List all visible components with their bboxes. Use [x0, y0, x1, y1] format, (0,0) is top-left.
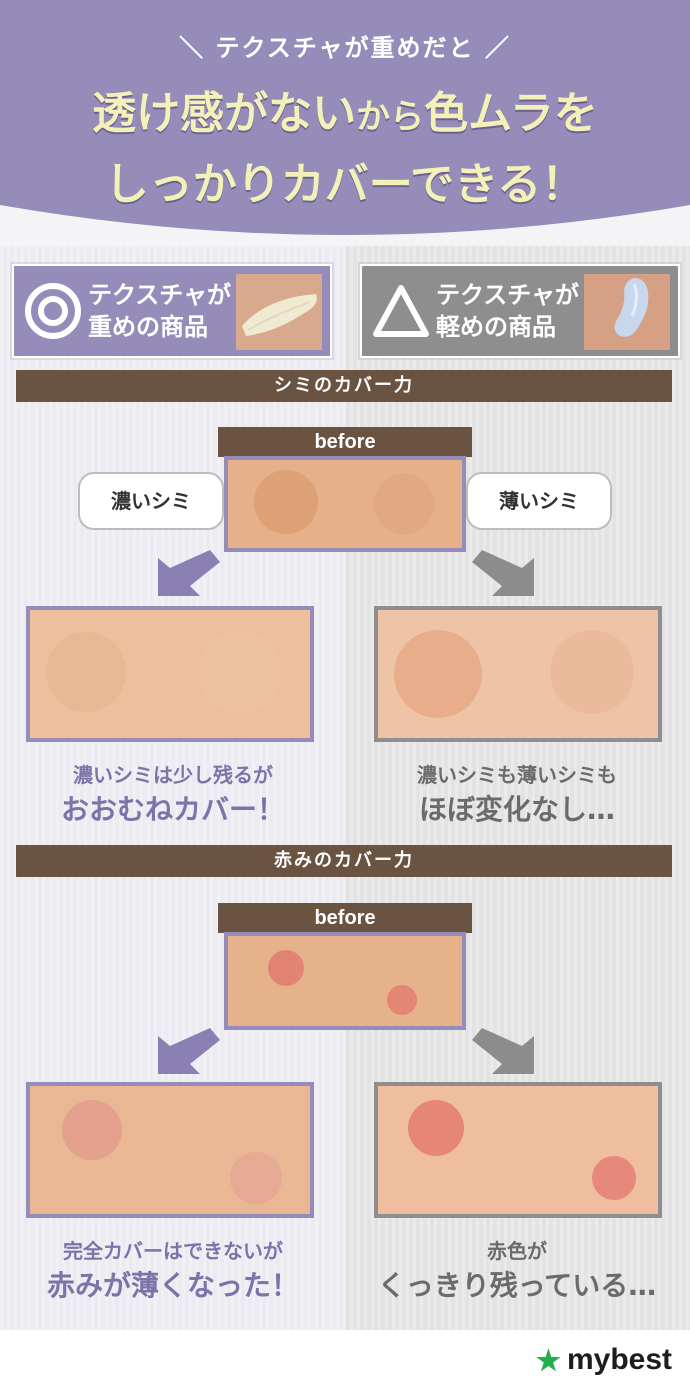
before-label-spots: before	[218, 427, 472, 457]
logo-text: mybest	[566, 1343, 672, 1376]
header-banner	[0, 0, 690, 260]
caption-spots-light-line1: 濃いシミも薄いシミも	[417, 763, 617, 787]
after-image-spots-heavy	[26, 606, 314, 742]
mybest-logo: ★ mybest	[536, 1343, 672, 1377]
star-icon: ★	[535, 1344, 561, 1376]
title-part-3: 色ムラを	[424, 88, 598, 139]
after-image-spots-light	[374, 606, 662, 742]
title-line-2: しっかりカバーできる！	[104, 159, 586, 210]
arrow-down-left-icon-2	[152, 1024, 222, 1088]
double-circle-icon	[24, 282, 82, 340]
caption-redness-heavy-line2: 赤みが薄くなった！	[46, 1269, 299, 1302]
caption-spots-heavy-line2: おおむねカバー！	[60, 793, 285, 826]
triangle-icon	[372, 282, 430, 340]
bubble-dark-spot: 濃いシミ	[78, 472, 224, 530]
card-light-label: テクスチャが 軽めの商品	[436, 279, 586, 343]
section-bar-spots: シミのカバー力	[16, 370, 672, 402]
caption-redness-light-line1: 赤色が	[487, 1239, 547, 1263]
header-subtitle: ＼ テクスチャが重めだと ／	[179, 34, 511, 62]
after-image-redness-light	[374, 1082, 662, 1218]
footer	[0, 1330, 690, 1392]
arrow-down-right-icon-2	[470, 1024, 540, 1088]
caption-spots-light: 濃いシミも薄いシミも ほぼ変化なし…	[352, 760, 682, 830]
caption-redness-light-line2: くっきり残っている…	[377, 1269, 657, 1302]
section-bar-redness: 赤みのカバー力	[16, 845, 672, 877]
card-heavy-label: テクスチャが 重めの商品	[88, 279, 238, 343]
caption-redness-light: 赤色が くっきり残っている…	[352, 1236, 682, 1306]
arrow-down-right-icon	[470, 546, 540, 610]
light-texture-swatch	[584, 274, 670, 350]
caption-redness-heavy-line1: 完全カバーはできないが	[63, 1239, 283, 1263]
bubble-light-spot: 薄いシミ	[466, 472, 612, 530]
before-image-spots	[224, 456, 466, 552]
card-heavy-line1: テクスチャが	[88, 281, 232, 309]
before-image-redness	[224, 932, 466, 1030]
caption-redness-heavy: 完全カバーはできないが 赤みが薄くなった！	[8, 1236, 338, 1306]
caption-spots-heavy-line1: 濃いシミは少し残るが	[73, 763, 273, 787]
caption-spots-light-line2: ほぼ変化なし…	[418, 793, 615, 826]
title-part-1: 透け感がない	[92, 88, 357, 139]
title-part-2: から	[356, 97, 425, 137]
card-heavy-line2: 重めの商品	[88, 313, 208, 341]
before-label-redness: before	[218, 903, 472, 933]
card-light-line1: テクスチャが	[436, 281, 580, 309]
card-heavy-texture: テクスチャが 重めの商品	[12, 264, 332, 358]
header-title: 透け感がないから色ムラを しっかりカバーできる！	[0, 80, 690, 219]
header-background	[0, 0, 690, 235]
heavy-texture-swatch	[236, 274, 322, 350]
caption-spots-heavy: 濃いシミは少し残るが おおむねカバー！	[8, 760, 338, 830]
card-light-line2: 軽めの商品	[436, 313, 556, 341]
after-image-redness-heavy	[26, 1082, 314, 1218]
card-light-texture: テクスチャが 軽めの商品	[360, 264, 680, 358]
arrow-down-left-icon	[152, 546, 222, 610]
